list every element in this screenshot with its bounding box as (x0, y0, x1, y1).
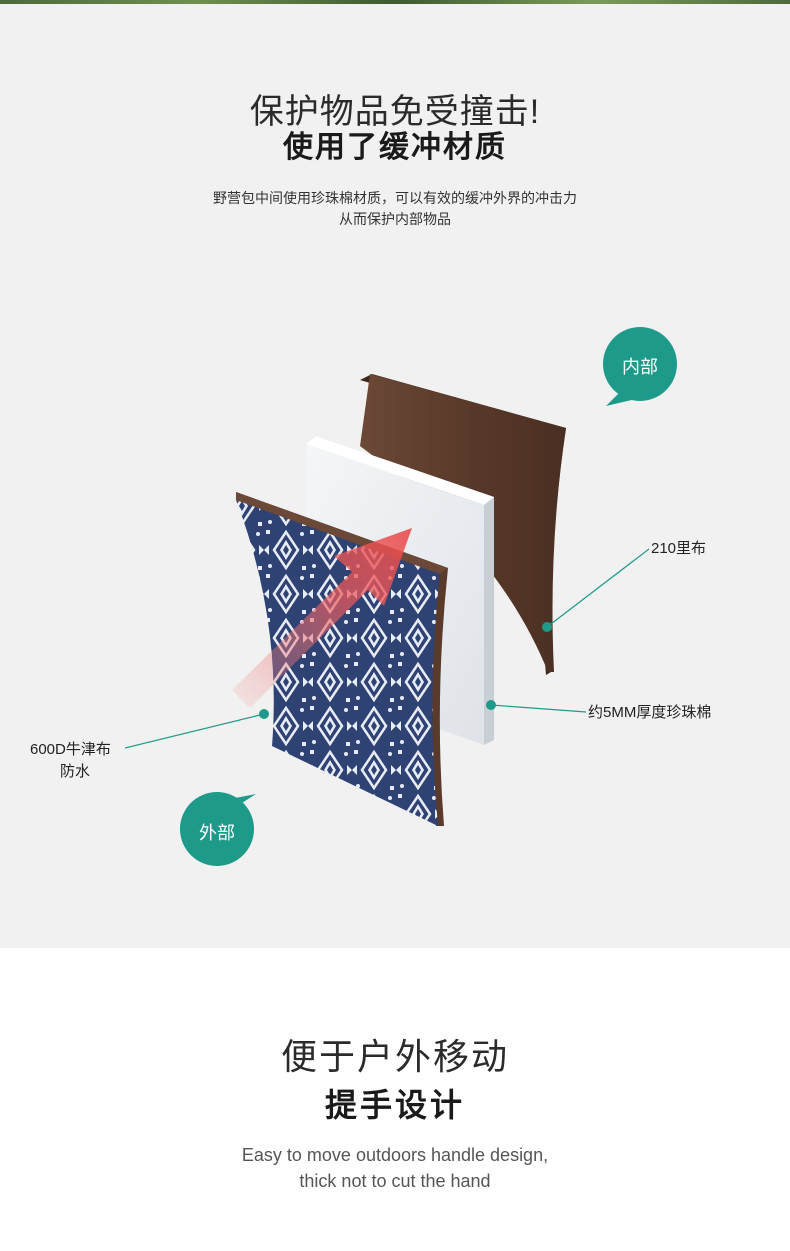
section-description-line2: thick not to cut the hand (299, 1171, 491, 1191)
material-layers-illustration (124, 327, 677, 866)
lining-marker-dot (542, 622, 552, 632)
callout-lines (124, 548, 650, 749)
outer-bubble-label: 外部 (199, 823, 235, 843)
section-subtitle: 提手设计 (324, 1087, 465, 1123)
fabric-marker-dot (259, 709, 269, 719)
outer-fabric-label: 600D牛津布 (30, 741, 111, 758)
lining-label: 210里布 (651, 540, 707, 557)
outer-fabric-sublabel: 防水 (60, 763, 91, 780)
section-title: 便于户外移动 (280, 1036, 509, 1077)
foam-marker-dot (486, 700, 496, 710)
section-subtitle: 使用了缓冲材质 (283, 131, 507, 164)
foam-label: 约5MM厚度珍珠棉 (588, 704, 712, 721)
section-description-line2: 从而保护内部物品 (339, 211, 451, 227)
speech-bubble-icon (180, 792, 256, 866)
section-title: 保护物品免受撞击! (249, 93, 541, 131)
section-description-line1: Easy to move outdoors handle design, (241, 1145, 549, 1165)
impact-arrow-icon (232, 528, 412, 708)
speech-bubble-icon (603, 327, 677, 406)
inner-bubble-label: 内部 (622, 357, 658, 377)
handle-design-section: 便于户外移动 提手设计 Easy to move outdoors handle… (0, 948, 790, 1251)
section-description-line1: 野营包中间使用珍珠棉材质，可以有效的缓冲外界的冲击力 (213, 190, 577, 206)
top-photo-strip (0, 0, 790, 4)
